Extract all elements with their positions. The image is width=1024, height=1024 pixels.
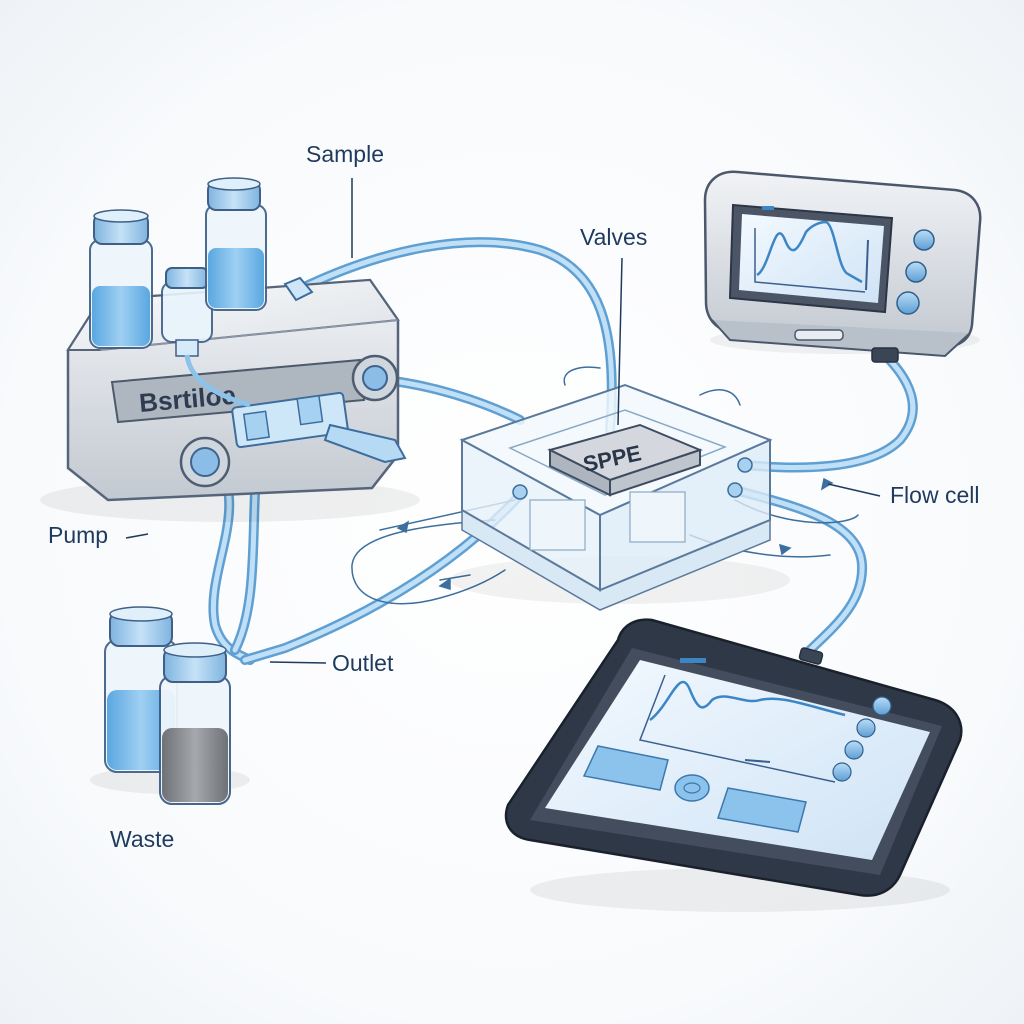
tablet-menu-dot-2[interactable]	[856, 718, 876, 738]
detector-screen	[728, 203, 894, 314]
tablet-screen	[545, 658, 930, 860]
valve-manifold-cube: SPPE	[450, 383, 790, 611]
waste-label: Waste	[110, 826, 175, 852]
waste-vial	[159, 642, 231, 805]
outlet-label: Outlet	[332, 650, 394, 676]
control-tablet	[504, 618, 963, 912]
pump-unit: Bsrtiloe	[40, 177, 420, 522]
pump-to-valve-tube	[380, 375, 525, 425]
tablet-center-button[interactable]	[674, 774, 710, 802]
detector-button-1[interactable]	[913, 229, 935, 251]
flow-cell-to-tablet-tube	[730, 485, 868, 660]
outlet-leader	[269, 661, 327, 664]
valves-label: Valves	[580, 224, 648, 250]
sample-label: Sample	[306, 141, 384, 167]
pump-leader	[125, 533, 149, 539]
pump-outlet-port	[179, 436, 231, 488]
sample-tube	[293, 237, 617, 435]
spe-cartridge: SPPE	[547, 423, 703, 497]
tablet-left-button[interactable]	[582, 745, 669, 791]
valves-leader	[617, 257, 623, 426]
detector-chromatogram-line	[756, 220, 863, 284]
pump-label: Pump	[48, 522, 109, 548]
valve-to-monitor-tube	[740, 350, 918, 473]
tablet-chromatogram-line	[649, 680, 846, 721]
flow-cell-label: Flow cell	[890, 482, 980, 508]
reagent-vial-1	[89, 209, 153, 349]
detector-monitor	[703, 170, 982, 363]
tablet-menu-dot-3[interactable]	[844, 740, 864, 760]
callout-leaders	[125, 178, 881, 664]
tablet-menu-dot-4[interactable]	[832, 762, 852, 782]
tablet-right-button[interactable]	[717, 787, 807, 833]
pump-fitting-block	[231, 391, 407, 464]
outlet-vials	[90, 606, 250, 805]
tablet-menu-dot-1[interactable]	[872, 696, 892, 716]
injector-vial	[161, 267, 251, 408]
detector-button-3[interactable]	[896, 291, 920, 315]
reagent-vial-2	[205, 177, 267, 311]
flowcell-leader	[827, 483, 881, 497]
pump-display: Bsrtiloe	[110, 358, 366, 424]
detector-button-2[interactable]	[905, 261, 927, 283]
pump-side-port	[351, 354, 399, 402]
